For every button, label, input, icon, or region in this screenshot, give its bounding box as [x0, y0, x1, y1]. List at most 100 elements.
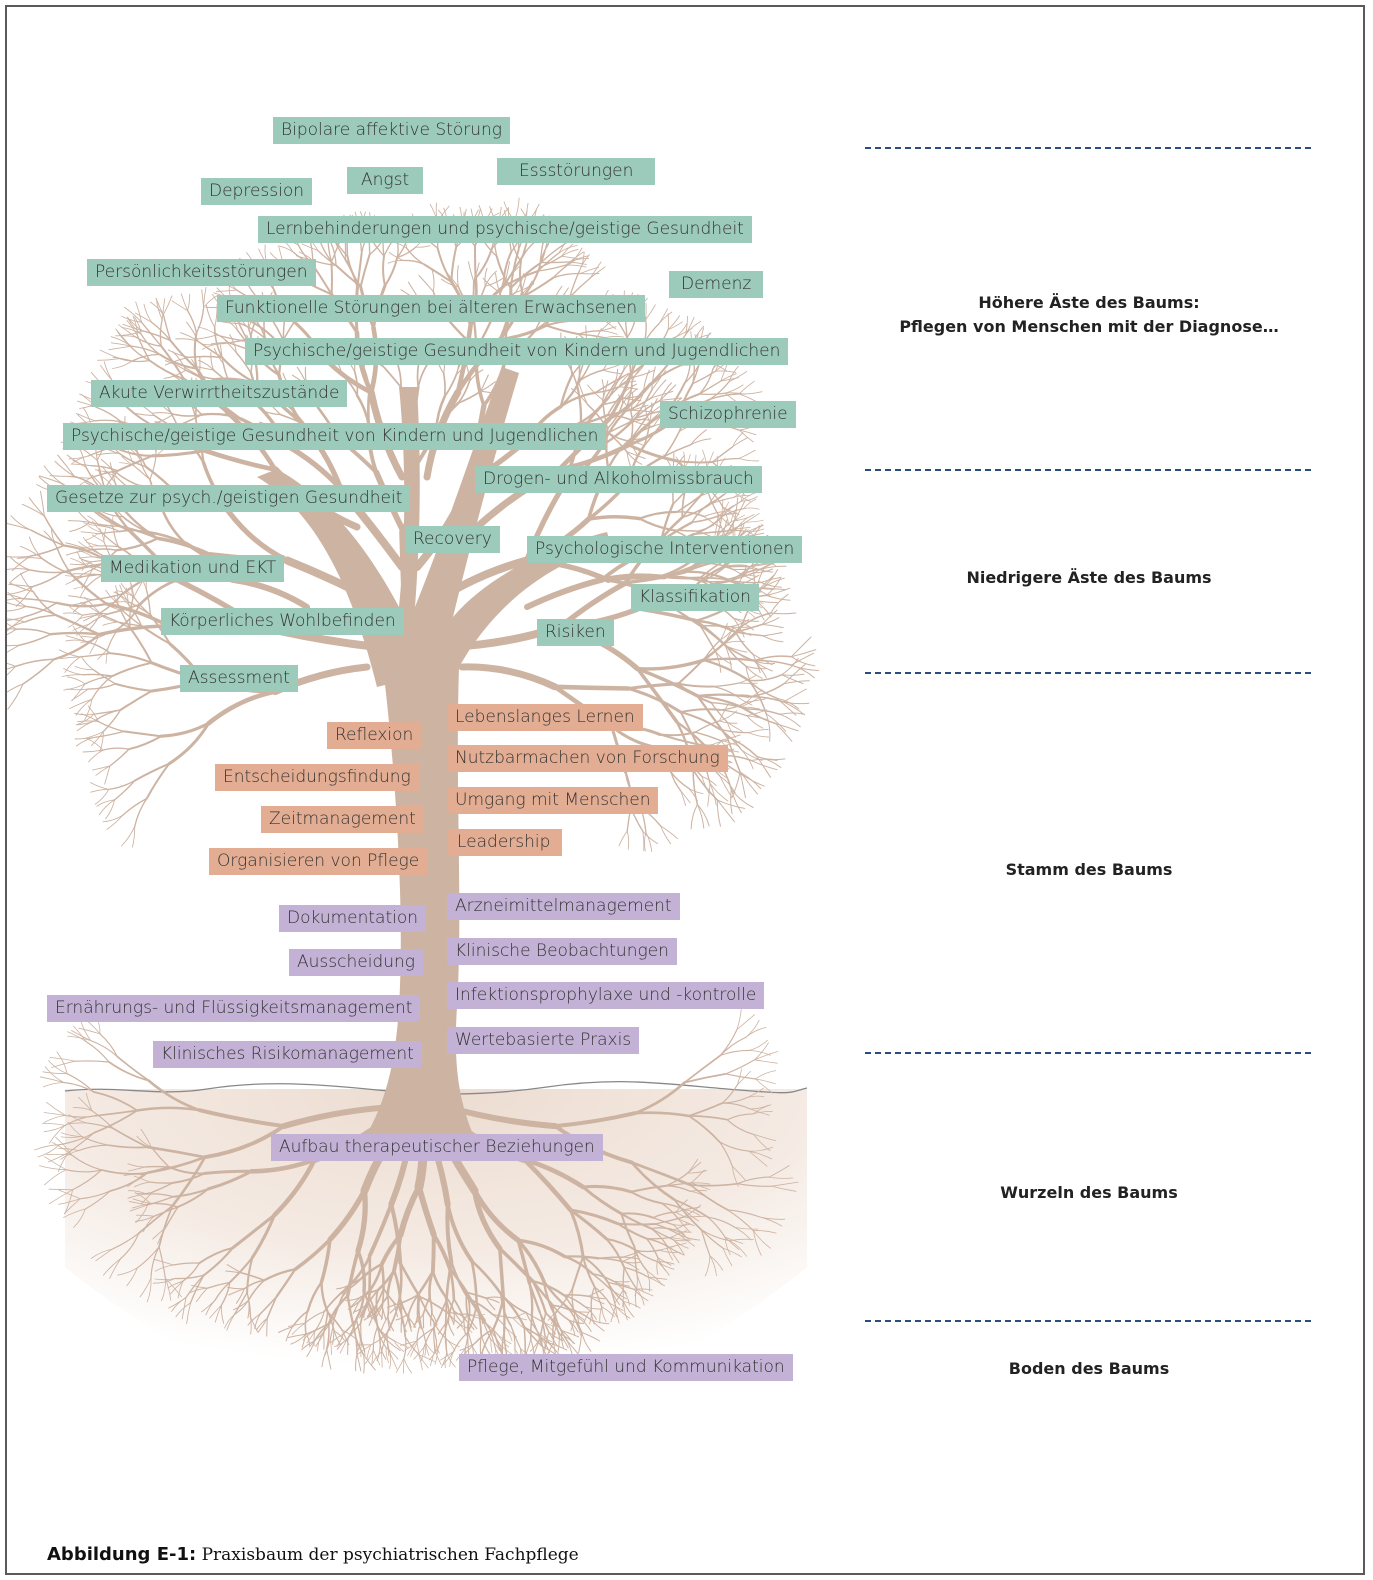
branch-segment	[444, 1330, 448, 1354]
branch-segment	[135, 312, 153, 323]
branch-segment	[672, 1223, 691, 1226]
branch-segment	[129, 1204, 149, 1212]
branch-segment	[147, 1079, 202, 1112]
branch-segment	[658, 731, 697, 737]
branch-segment	[577, 1316, 592, 1332]
branch-segment	[633, 1288, 649, 1302]
branch-segment	[355, 1344, 372, 1346]
branch-segment	[155, 297, 164, 316]
branch-segment	[363, 1354, 365, 1374]
branch-segment	[470, 1259, 478, 1304]
branch-segment	[746, 715, 768, 720]
branch-segment	[69, 563, 86, 566]
branch-segment	[34, 1144, 60, 1151]
branch-segment	[389, 1202, 403, 1265]
branch-segment	[116, 454, 154, 472]
branch-segment	[136, 1246, 160, 1269]
branch-segment	[744, 708, 777, 725]
branch-segment	[122, 330, 143, 336]
branch-segment	[76, 713, 95, 726]
branch-segment	[629, 1190, 663, 1205]
branch-segment	[72, 625, 86, 642]
branch-segment	[119, 357, 151, 363]
branch-segment	[623, 396, 653, 413]
branch-segment	[63, 668, 84, 676]
branch-segment	[383, 256, 399, 287]
branch-segment	[725, 1073, 757, 1080]
branch-segment	[551, 1304, 570, 1321]
branch-segment	[99, 731, 104, 752]
branch-segment	[93, 709, 122, 715]
branch-segment	[127, 1193, 148, 1199]
branch-segment	[72, 1107, 93, 1112]
branch-segment	[393, 1302, 399, 1318]
branch-segment	[726, 1113, 754, 1121]
branch-segment	[618, 830, 628, 847]
branch-segment	[492, 1313, 514, 1319]
branch-segment	[140, 1128, 152, 1148]
branch-segment	[202, 448, 278, 472]
branch-segment	[389, 1353, 392, 1369]
branch-segment	[754, 1042, 769, 1061]
branch-segment	[7, 628, 17, 636]
branch-segment	[540, 1338, 551, 1354]
branch-segment	[743, 574, 757, 577]
branch-segment	[600, 330, 618, 335]
branch-segment	[418, 1354, 436, 1363]
branch-segment	[721, 500, 742, 518]
branch-segment	[277, 245, 294, 253]
branch-segment	[645, 831, 653, 852]
branch-segment	[115, 328, 132, 347]
branch-segment	[687, 1115, 721, 1143]
branch-segment	[68, 455, 89, 460]
branch-segment	[431, 269, 435, 292]
branch-segment	[43, 1115, 66, 1123]
branch-segment	[342, 1318, 358, 1335]
branch-segment	[197, 340, 223, 359]
branch-segment	[673, 1198, 709, 1218]
branch-segment	[63, 683, 86, 691]
zone-label-roots: Wurzeln des Baums	[1000, 1183, 1178, 1202]
branch-segment	[360, 1322, 363, 1344]
branch-segment	[679, 711, 721, 731]
branch-segment	[682, 1215, 706, 1218]
branch-segment	[738, 429, 754, 443]
branch-segment	[730, 788, 742, 814]
branch-segment	[661, 1202, 680, 1220]
branch-segment	[21, 503, 45, 517]
branch-segment	[738, 391, 763, 395]
branch-segment	[537, 1331, 544, 1348]
branch-segment	[158, 353, 198, 370]
branch-segment	[680, 790, 687, 806]
branch-segment	[321, 1348, 328, 1368]
branch-segment	[737, 1176, 770, 1185]
branch-segment	[553, 1111, 637, 1129]
branch-segment	[380, 1315, 389, 1331]
branch-segment	[700, 1229, 731, 1242]
branch-segment	[525, 1311, 545, 1324]
crown-label: Psychologische Interventionen	[527, 536, 803, 563]
branch-segment	[256, 1317, 268, 1331]
branch-segment	[567, 1307, 593, 1321]
branch-segment	[707, 782, 711, 807]
branch-segment	[202, 1246, 234, 1277]
branch-segment	[136, 1214, 155, 1217]
branch-segment	[82, 537, 94, 550]
branch-segment	[205, 304, 216, 328]
branch-segment	[720, 622, 728, 641]
branch-segment	[58, 1148, 80, 1151]
branch-segment	[375, 1287, 385, 1307]
branch-segment	[590, 1286, 596, 1310]
branch-segment	[525, 1311, 539, 1333]
branch-segment	[15, 628, 52, 635]
branch-segment	[186, 321, 199, 342]
branch-segment	[631, 409, 651, 413]
branch-segment	[359, 253, 371, 288]
branch-segment	[43, 1112, 66, 1116]
branch-segment	[39, 1165, 67, 1171]
branch-segment	[657, 1257, 672, 1266]
branch-segment	[191, 1284, 208, 1289]
branch-segment	[719, 1036, 747, 1056]
crown-label: Funktionelle Störungen bei älteren Erwac…	[217, 295, 646, 322]
trunk-label: Entscheidungsfindung	[215, 764, 419, 791]
